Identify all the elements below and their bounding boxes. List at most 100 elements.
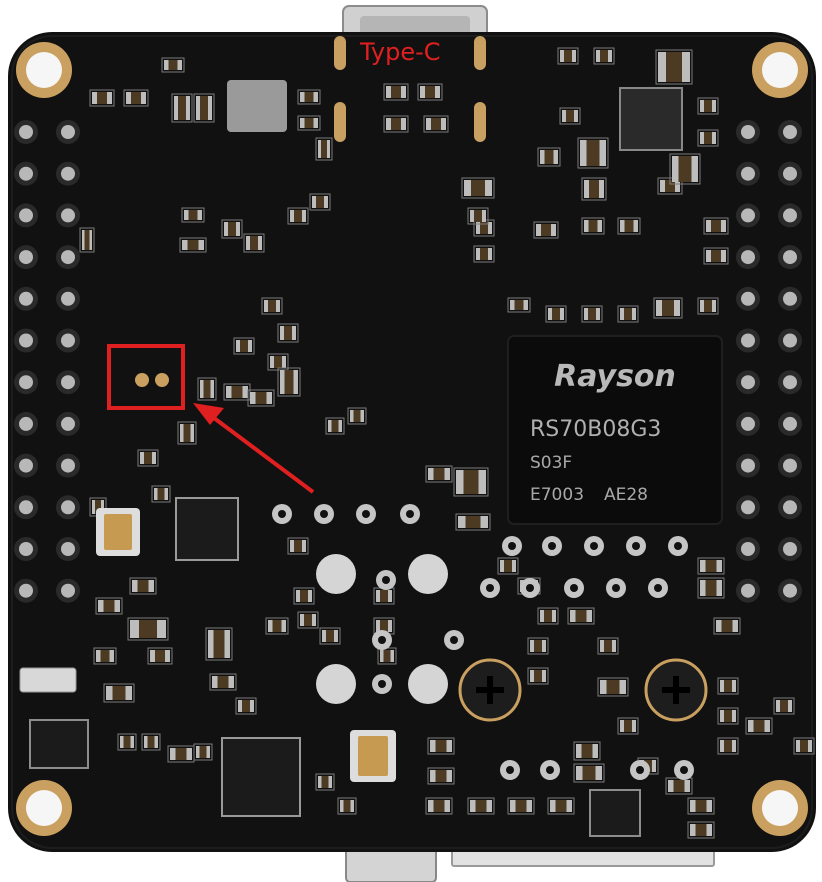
smd-part <box>197 377 217 401</box>
header-pin <box>778 161 802 186</box>
smd-part <box>235 697 257 715</box>
pin-header-right <box>736 120 802 603</box>
smd-part <box>193 93 215 123</box>
header-pin <box>56 161 80 186</box>
smd-part <box>427 737 455 755</box>
smd-part <box>687 821 715 839</box>
header-pin <box>736 286 760 311</box>
header-pin <box>736 328 760 353</box>
header-pin <box>736 203 760 228</box>
header-pin <box>56 245 80 270</box>
main-chip: Rayson RS70B08G3 S03F E7003 AE28 <box>507 335 723 525</box>
smd-part <box>537 147 561 167</box>
header-pin <box>14 245 38 270</box>
smd-part <box>773 697 795 715</box>
via <box>542 536 562 556</box>
header-pin <box>14 411 38 436</box>
header-pin <box>56 495 80 520</box>
smd-part <box>581 177 607 201</box>
smd-part <box>507 297 531 313</box>
smd-part <box>697 97 719 115</box>
smd-part <box>425 465 453 483</box>
smd-part <box>547 797 575 815</box>
via <box>668 536 688 556</box>
smd-part <box>717 737 739 755</box>
smd-part <box>223 383 251 401</box>
header-pin <box>56 203 80 228</box>
smd-part <box>297 115 321 131</box>
via <box>626 536 646 556</box>
smd-part <box>117 733 137 751</box>
smd-part <box>577 137 609 169</box>
header-pin <box>14 203 38 228</box>
ic-top-left <box>227 80 287 132</box>
smd-part <box>243 233 265 253</box>
mount-hole-bottom-left <box>16 780 72 836</box>
smd-part <box>383 83 409 101</box>
screw-pad-right <box>644 658 708 722</box>
header-pin <box>736 370 760 395</box>
smd-part <box>297 89 321 105</box>
smd-part <box>233 337 255 355</box>
smd-part <box>581 305 603 323</box>
smd-part <box>557 47 579 65</box>
smd-part <box>597 677 629 697</box>
via <box>272 504 292 524</box>
smd-part <box>103 683 135 703</box>
smd-part <box>287 207 309 225</box>
smd-part <box>559 107 581 125</box>
chip-date-code-left: E7003 <box>530 485 584 505</box>
smd-part <box>427 767 455 785</box>
smd-part <box>309 193 331 211</box>
smd-part <box>315 137 333 161</box>
smd-part <box>325 417 345 435</box>
smd-part <box>617 717 639 735</box>
smd-part <box>137 449 159 467</box>
via <box>500 760 520 780</box>
smd-part <box>297 611 319 629</box>
smd-part <box>527 667 549 685</box>
via <box>314 504 334 524</box>
smd-part <box>181 207 205 223</box>
header-pin <box>778 453 802 478</box>
via <box>606 578 626 598</box>
smd-part <box>205 627 233 661</box>
crystal-small-bottom-left <box>19 667 77 693</box>
chip-date-code-right: AE28 <box>604 485 648 505</box>
type-c-label: Type-C <box>359 38 441 66</box>
smd-part <box>417 83 443 101</box>
smd-part <box>261 297 283 315</box>
smd-part <box>507 797 535 815</box>
header-pin <box>56 578 80 603</box>
smd-part <box>423 115 449 133</box>
chip-part-number: RS70B08G3 <box>530 417 661 442</box>
smd-part <box>347 407 367 425</box>
header-pin <box>778 411 802 436</box>
smd-part <box>467 207 489 225</box>
ic-bottom-qfn <box>221 737 301 817</box>
header-pin <box>778 370 802 395</box>
smd-part <box>597 637 619 655</box>
smd-part <box>697 297 719 315</box>
red-highlight <box>107 344 185 410</box>
smd-part <box>179 237 207 253</box>
header-pin <box>778 245 802 270</box>
smd-part <box>617 217 641 235</box>
ic-left-soic <box>29 719 89 769</box>
smd-part <box>455 513 491 531</box>
header-pin <box>56 411 80 436</box>
via <box>502 536 522 556</box>
smd-part <box>79 227 95 253</box>
smd-part <box>221 219 243 239</box>
smd-part <box>545 305 567 323</box>
ic-bottom-right <box>589 789 641 837</box>
smd-part <box>665 777 693 795</box>
header-pin <box>14 537 38 561</box>
crystal-left <box>96 508 140 556</box>
smd-part <box>473 219 495 237</box>
smd-part <box>167 745 195 763</box>
header-pin <box>736 453 760 478</box>
smd-part <box>277 323 299 343</box>
header-pin <box>14 328 38 353</box>
via <box>520 578 540 598</box>
